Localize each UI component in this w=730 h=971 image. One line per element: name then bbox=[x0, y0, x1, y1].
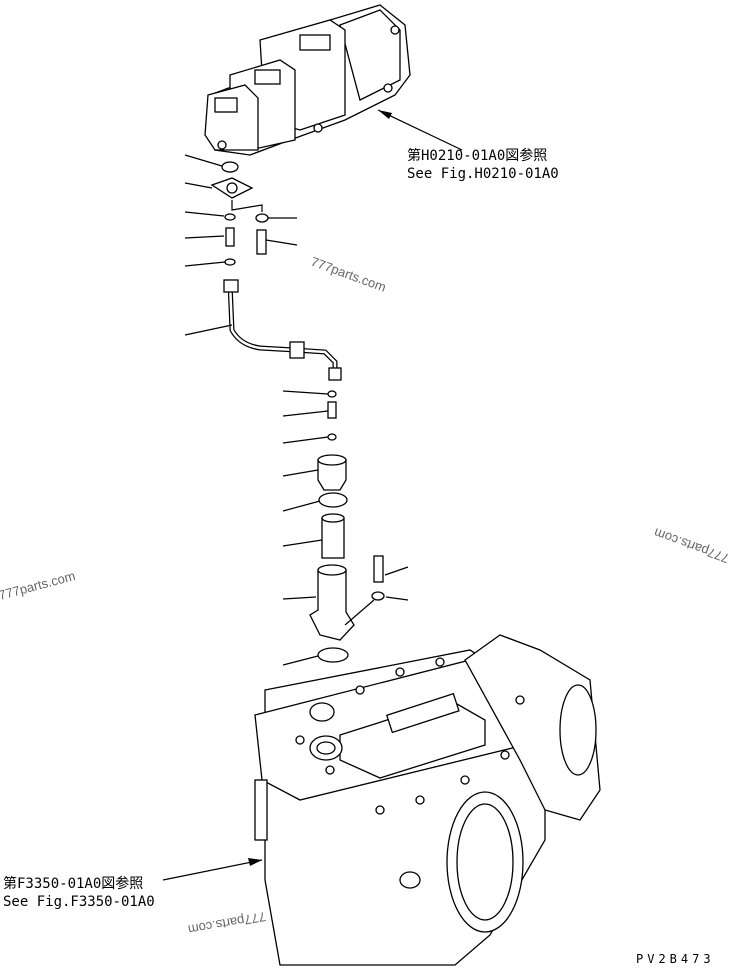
watermark: 777parts.com bbox=[0, 568, 77, 603]
watermark: 777parts.com bbox=[187, 909, 267, 937]
leader-lines bbox=[184, 154, 409, 666]
transmission-reference-jp: 第F3350-01A0図参照 bbox=[3, 875, 143, 892]
watermark: 777parts.com bbox=[652, 525, 730, 566]
pump-reference-en: See Fig.H0210-01A0 bbox=[407, 166, 559, 182]
drawing-code: PV2B473 bbox=[636, 952, 715, 966]
watermark: 777parts.com bbox=[309, 254, 388, 295]
fitting-parts bbox=[210, 161, 385, 663]
transmission-case bbox=[254, 634, 601, 966]
hydraulic-pump bbox=[204, 4, 411, 156]
transmission-reference-en: See Fig.F3350-01A0 bbox=[3, 894, 155, 910]
pump-reference-jp: 第H0210-01A0図参照 bbox=[407, 147, 547, 164]
